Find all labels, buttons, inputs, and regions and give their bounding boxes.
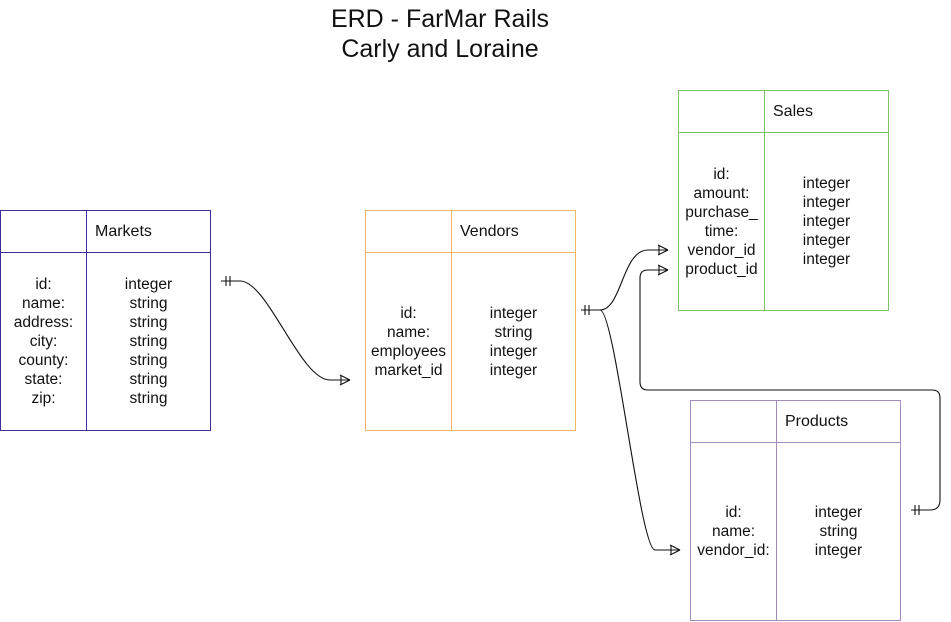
entity-name: Markets <box>95 222 152 240</box>
many-marker <box>339 379 351 386</box>
many-marker <box>339 374 351 381</box>
entity-name: Vendors <box>460 222 519 240</box>
type-list: integer string string string string stri… <box>87 253 210 430</box>
type-list: integer string integer <box>777 443 900 620</box>
attribute-list: id: name: employees market_id <box>366 253 452 430</box>
type: integer <box>814 542 863 559</box>
type: string <box>819 523 858 540</box>
type: integer <box>489 304 538 322</box>
many-marker <box>657 249 669 256</box>
attribute: city: <box>29 333 58 350</box>
entity-vendors: Vendors id: name: employees market_id in… <box>365 210 576 431</box>
title-line-1: ERD - FarMar Rails <box>330 5 550 33</box>
link-markets-vendors <box>221 280 350 381</box>
type: string <box>129 333 168 350</box>
attribute: amount: <box>693 184 750 202</box>
attribute: id: <box>725 504 742 521</box>
type: string <box>129 295 168 312</box>
type: string <box>129 390 168 407</box>
attribute: time: <box>704 222 739 240</box>
attribute: zip: <box>31 390 56 407</box>
attribute: id: <box>713 165 730 183</box>
attribute: county: <box>18 352 69 369</box>
type: string <box>494 323 533 341</box>
entity-body: id: amount: purchase_ time: vendor_id pr… <box>679 133 888 310</box>
title-line-2: Carly and Loraine <box>341 35 539 63</box>
many-marker <box>669 549 681 556</box>
attribute: name: <box>21 295 66 312</box>
type: string <box>129 314 168 331</box>
link-products-sales <box>639 269 941 511</box>
attribute: purchase_ <box>685 203 758 221</box>
many-marker <box>657 269 669 276</box>
entity-body: id: name: vendor_id: integer string inte… <box>691 443 900 620</box>
attribute-list: id: name: vendor_id: <box>691 443 777 620</box>
attribute: market_id <box>374 361 443 379</box>
type: string <box>129 371 168 388</box>
entity-body: id: name: address: city: county: state: … <box>1 253 210 430</box>
type: integer <box>802 213 851 230</box>
many-marker <box>657 244 669 251</box>
attribute: id: <box>400 304 417 322</box>
entity-name: Products <box>785 412 849 430</box>
type-list: integer string integer integer <box>452 253 575 430</box>
type: integer <box>489 342 538 360</box>
attribute: employees <box>371 342 446 360</box>
type: integer <box>124 276 173 293</box>
attribute-list: id: amount: purchase_ time: vendor_id pr… <box>679 133 765 310</box>
attribute: state: <box>24 371 63 388</box>
entity-header: Products <box>691 401 900 443</box>
attribute: vendor_id <box>687 241 756 259</box>
attribute-list: id: name: address: city: county: state: … <box>1 253 87 430</box>
attribute: address: <box>13 314 74 331</box>
entity-header: Sales <box>679 91 888 133</box>
type: integer <box>802 175 851 192</box>
type: integer <box>814 504 863 521</box>
attribute: name: <box>711 523 756 540</box>
entity-header: Markets <box>1 211 210 253</box>
attribute: product_id <box>685 260 758 278</box>
entity-products: Products id: name: vendor_id: integer st… <box>690 400 901 621</box>
attribute: name: <box>386 323 431 341</box>
type: integer <box>802 251 851 268</box>
type: integer <box>802 232 851 249</box>
entity-markets: Markets id: name: address: city: county:… <box>0 210 211 431</box>
attribute: id: <box>35 276 52 293</box>
link-vendors-sales <box>581 249 668 311</box>
many-marker <box>669 544 681 551</box>
link-vendors-products <box>599 309 680 551</box>
type: integer <box>802 194 851 211</box>
type-list: integer integer integer integer integer <box>765 133 888 310</box>
entity-body: id: name: employees market_id integer st… <box>366 253 575 430</box>
type: string <box>129 352 168 369</box>
attribute: vendor_id: <box>697 542 770 559</box>
entity-sales: Sales id: amount: purchase_ time: vendor… <box>678 90 889 311</box>
many-marker <box>657 264 669 271</box>
entity-header: Vendors <box>366 211 575 253</box>
type: integer <box>489 361 538 379</box>
entity-name: Sales <box>773 102 814 120</box>
